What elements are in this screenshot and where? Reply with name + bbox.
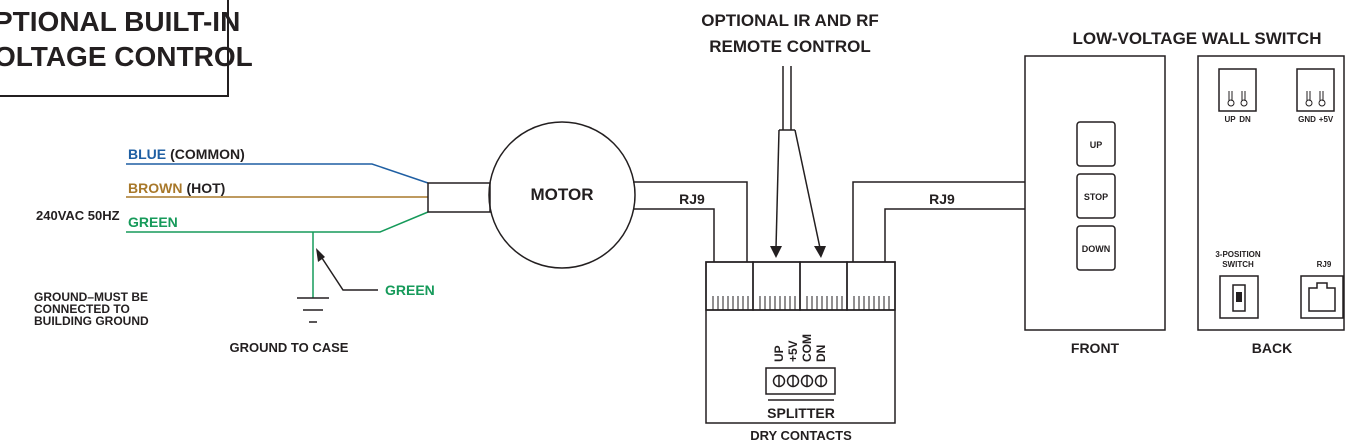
- splitter-jack-3: [799, 261, 848, 311]
- down-button-label: DOWN: [1082, 244, 1111, 254]
- rj9-right-label: RJ9: [929, 191, 955, 207]
- power-jack-gnd-5v: [1296, 68, 1335, 112]
- down-button: [1076, 225, 1116, 271]
- jack2-label-gnd: GND: [1298, 115, 1316, 124]
- splitter: UP +5V COM DN SPLITTER: [705, 261, 896, 424]
- switch-label-line-2: SWITCH: [1222, 260, 1254, 269]
- rj9-jack-label: RJ9: [1317, 260, 1332, 269]
- jack1-label-dn: DN: [1239, 115, 1251, 124]
- brown-wire-name: BROWN: [128, 180, 182, 196]
- back-panel-body: [1197, 55, 1345, 331]
- rj9-jack-icon: [1300, 275, 1344, 319]
- screw-terminal-5v: [786, 374, 800, 388]
- ground-note-line-2: CONNECTED TO: [34, 302, 130, 316]
- front-label: FRONT: [1071, 340, 1120, 356]
- ground-wire-label: GREEN: [385, 282, 435, 298]
- remote-control-label: OPTIONAL IR AND RF REMOTE CONTROL: [701, 11, 879, 56]
- dry-contacts-label: DRY CONTACTS: [750, 428, 852, 443]
- remote-line-1: OPTIONAL IR AND RF: [701, 11, 879, 30]
- splitter-label: SPLITTER: [767, 405, 835, 421]
- motor-label: MOTOR: [531, 185, 594, 204]
- brown-wire-note: (HOT): [186, 180, 225, 196]
- jack2-label-5v: +5V: [1319, 115, 1334, 124]
- green-wire: [126, 211, 429, 233]
- motor-cable-entry: [427, 182, 491, 213]
- wall-switch-front: UP STOP DOWN: [1024, 55, 1166, 331]
- supply-wires: BLUE(COMMON) BROWN(HOT) GREEN: [126, 146, 429, 233]
- motor: MOTOR: [427, 121, 636, 269]
- screw-terminal-com: [800, 374, 814, 388]
- splitter-jack-4: [846, 261, 896, 311]
- terminal-block: [765, 367, 836, 395]
- green-wire-label: GREEN: [128, 214, 178, 230]
- jack1-label-up: UP: [1224, 115, 1236, 124]
- rj9-left-label: RJ9: [679, 191, 705, 207]
- terminal-label-dn: DN: [814, 345, 828, 362]
- remote-line-2: REMOTE CONTROL: [709, 37, 871, 56]
- blue-wire-label: BLUE(COMMON): [128, 146, 245, 162]
- terminal-label-5v: +5V: [786, 340, 800, 362]
- title-line-1: PTIONAL BUILT-IN: [0, 6, 240, 37]
- three-position-switch: [1219, 275, 1259, 319]
- up-button-label: UP: [1090, 140, 1103, 150]
- rj9-cable-right: RJ9: [852, 181, 1025, 262]
- splitter-jack-1: [705, 261, 754, 311]
- blue-wire-note: (COMMON): [170, 146, 245, 162]
- stop-button-label: STOP: [1084, 192, 1108, 202]
- supply-label: 240VAC 50HZ: [36, 208, 120, 223]
- switch-label-line-1: 3-POSITION: [1215, 250, 1261, 259]
- screw-terminal-up: [772, 374, 786, 388]
- splitter-jack-2: [752, 261, 801, 311]
- ground-note-line-3: BUILDING GROUND: [34, 314, 149, 328]
- stop-button: [1076, 173, 1116, 219]
- ground-note: GROUND–MUST BE CONNECTED TO BUILDING GRO…: [34, 290, 149, 328]
- rj9-cable-left: RJ9: [633, 181, 748, 262]
- blue-wire-name: BLUE: [128, 146, 166, 162]
- ground-pointer-arrowhead: [316, 248, 325, 262]
- up-button: [1076, 121, 1116, 167]
- motor-body: [488, 121, 636, 269]
- wall-switch-back: UP DN GND +5V 3-POSITION SWITCH RJ9: [1197, 55, 1345, 331]
- control-jack-up-dn: [1218, 68, 1257, 112]
- brown-wire-label: BROWN(HOT): [128, 180, 225, 196]
- screw-terminal-dn: [814, 374, 828, 388]
- ground-note-line-1: GROUND–MUST BE: [34, 290, 148, 304]
- terminal-label-com: COM: [800, 334, 814, 362]
- blue-wire: [126, 163, 429, 184]
- wall-switch-title: LOW-VOLTAGE WALL SWITCH: [1073, 29, 1322, 48]
- front-panel-body: [1024, 55, 1166, 331]
- ground-to-case-label: GROUND TO CASE: [230, 340, 349, 355]
- back-label: BACK: [1252, 340, 1292, 356]
- title-line-2: OLTAGE CONTROL: [0, 41, 253, 72]
- ground-pointer: [319, 254, 378, 291]
- remote-leads: [770, 66, 826, 258]
- title-box: PTIONAL BUILT-IN OLTAGE CONTROL: [0, 0, 253, 97]
- splitter-terminal-labels: UP +5V COM DN: [772, 334, 828, 362]
- terminal-label-up: UP: [772, 345, 786, 362]
- ground-branch: GREEN: [297, 232, 435, 323]
